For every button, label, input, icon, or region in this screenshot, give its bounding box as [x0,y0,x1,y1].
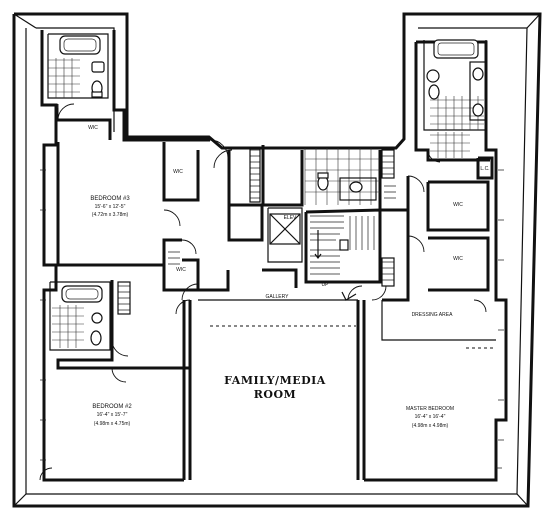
sink-icon [349,181,363,193]
wic-label: WIC [88,125,98,131]
pencil-mark-icon [341,291,357,301]
gallery-label: GALLERY [266,294,290,300]
room-labels: WIC WIC WIC WIC WIC BEDROOM #3 15'-6" x … [88,125,489,429]
sink-icon [472,103,484,117]
toilet-icon [426,69,440,83]
lc-label: L.C. [480,166,489,172]
tile-grids [48,58,484,348]
up-label: UP [322,282,330,288]
master-bedroom-name: MASTER BEDROOM [406,406,454,412]
family-room-name-line1: FAMILY/MEDIA [224,374,326,387]
bedroom2-dims-m: (4.98m x 4.75m) [94,421,131,427]
bathtub-icon [59,35,101,55]
elevator-icon [269,213,301,245]
bathroom-fixtures [59,35,487,346]
wic-label: WIC [453,202,463,208]
bedroom3-dims-ft: 15'-6" x 12'-5" [95,204,126,210]
family-room-name-line2: ROOM [254,388,296,401]
bedroom3-dims-m: (4.72m x 3.78m) [92,212,129,218]
window-marks [40,169,504,469]
toilet-icon [90,330,102,346]
master-bedroom-dims-ft: 16'-4" x 16'-4" [415,414,446,420]
dressing-area-label: DRESSING AREA [412,312,454,318]
stairs-icon [117,147,396,315]
wic-label: WIC [173,169,183,175]
bedroom2-name: BEDROOM #2 [92,404,132,410]
sink-icon [91,312,103,324]
elev-label: ELEV [284,215,297,221]
master-bedroom-dims-m: (4.98m x 4.98m) [412,423,449,429]
toilet-icon [428,84,440,100]
bathtub-icon [433,39,479,59]
wic-label: WIC [453,256,463,262]
sink-icon [91,61,105,73]
bedroom3-name: BEDROOM #3 [90,196,130,202]
sink-icon [472,67,484,81]
door-swings [39,103,487,481]
wic-label: WIC [176,267,186,273]
bedroom2-dims-ft: 16'-4" x 15'-7" [97,412,128,418]
bathtub-icon [61,285,103,303]
